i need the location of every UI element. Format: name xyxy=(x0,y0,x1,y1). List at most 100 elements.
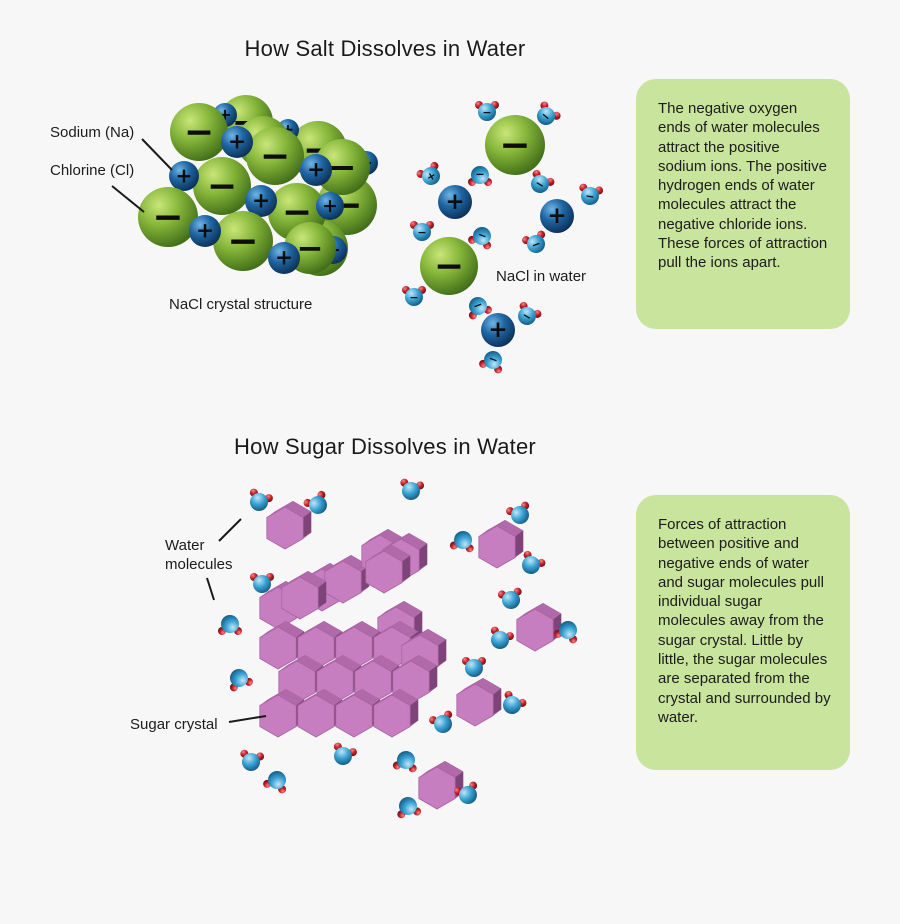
water-charge-sign: − xyxy=(487,352,500,367)
salt-water-molecule-6: − xyxy=(410,221,434,241)
water-charge-sign: − xyxy=(471,298,484,313)
minus-sign: − xyxy=(207,164,237,207)
sugar-water-molecule-13 xyxy=(503,690,527,714)
sugar-water-molecule-20 xyxy=(397,797,422,819)
loose-sugar-molecule-4 xyxy=(418,761,464,810)
sugar-water-molecule-5 xyxy=(522,550,546,574)
salt-explanation-box: The negative oxygen ends of water molecu… xyxy=(636,79,850,329)
sugar-crystal-molecule-17 xyxy=(297,689,343,738)
dissolved-sodium-ion-2: + xyxy=(540,199,574,233)
water-molecules-leader-line-2 xyxy=(206,577,215,601)
sugar-water-molecule-17 xyxy=(333,742,357,765)
water-charge-sign: − xyxy=(530,237,543,252)
loose-sugar-molecule-1 xyxy=(478,520,524,569)
minus-sign: − xyxy=(296,229,323,267)
sugar-water-molecule-19 xyxy=(454,781,478,804)
sugar-water-molecule-3 xyxy=(449,531,474,553)
water-charge-sign: − xyxy=(482,106,491,119)
sugar-water-molecule-8 xyxy=(497,587,522,609)
minus-sign: − xyxy=(260,134,290,177)
minus-sign: − xyxy=(184,110,214,153)
water-charge-sign: − xyxy=(409,291,418,304)
sugar-water-molecule-6 xyxy=(250,573,274,593)
chloride-ion-20: − xyxy=(213,211,273,271)
sodium-ion-23: + xyxy=(268,242,300,274)
chlorine-leader-line xyxy=(111,185,145,213)
water-charge-sign: − xyxy=(475,168,484,181)
sugar-water-molecule-9 xyxy=(554,621,578,644)
sugar-water-molecule-4 xyxy=(506,501,530,524)
sodium-ion-16: + xyxy=(169,161,199,191)
salt-water-molecule-11: − xyxy=(518,301,542,325)
salt-water-molecule-0: − xyxy=(475,101,499,121)
dissolved-sodium-ion-3: + xyxy=(481,313,515,347)
plus-sign: + xyxy=(445,189,464,215)
salt-water-molecule-4: − xyxy=(531,169,555,193)
plus-sign: + xyxy=(176,163,193,187)
minus-sign: − xyxy=(227,219,258,263)
sugar-crystal-molecule-19 xyxy=(373,689,419,738)
sodium-leader-line xyxy=(141,138,173,171)
sugar-crystal-molecule-6 xyxy=(281,571,327,620)
chloride-ion-19: − xyxy=(138,187,198,247)
dissolved-chloride-ion-2: − xyxy=(420,237,478,295)
water-charge-sign: − xyxy=(584,189,595,203)
salt-water-molecule-10: − xyxy=(468,297,492,320)
sugar-water-molecule-1 xyxy=(303,490,327,514)
sodium-label: Sodium (Na) xyxy=(50,124,135,141)
sodium-ion-22: + xyxy=(189,215,221,247)
salt-water-molecule-9: − xyxy=(402,286,426,306)
sugar-crystal-label: Sugar crystal xyxy=(130,716,218,733)
sugar-explanation-box: Forces of attraction between positive an… xyxy=(636,495,850,770)
plus-sign: + xyxy=(488,317,507,343)
salt-water-molecule-1: − xyxy=(537,101,561,125)
salt-water-molecule-2: + xyxy=(416,161,440,185)
water-charge-sign: − xyxy=(476,228,489,243)
sugar-water-molecule-7 xyxy=(218,615,242,635)
plus-sign: + xyxy=(228,130,246,155)
chlorine-label: Chlorine (Cl) xyxy=(50,162,135,179)
chloride-ion-9: − xyxy=(170,103,228,161)
chloride-ion-10: − xyxy=(246,127,304,185)
minus-sign: − xyxy=(499,123,530,167)
sugar-explanation-text: Forces of attraction between positive an… xyxy=(658,516,831,726)
plus-sign: + xyxy=(307,158,325,183)
salt-water-molecule-12: − xyxy=(479,351,503,374)
loose-sugar-molecule-0 xyxy=(266,501,312,550)
plus-sign: + xyxy=(322,195,338,217)
salt-water-molecule-8: − xyxy=(522,230,546,253)
sugar-crystal-molecule-15 xyxy=(392,655,438,704)
sodium-ion-17: + xyxy=(245,185,277,217)
sugar-water-molecule-18 xyxy=(392,750,417,773)
nacl-crystal-structure: −−−−++++−−−−++−−+++−−−++ xyxy=(138,95,378,276)
nacl-crystal-label: NaCl crystal structure xyxy=(169,296,313,313)
label-leader-lines xyxy=(111,138,267,723)
chloride-ion-11: − xyxy=(314,139,370,195)
sugar-water-molecule-11 xyxy=(229,668,253,692)
sugar-water-molecule-0 xyxy=(249,488,273,511)
salt-explanation-text: The negative oxygen ends of water molecu… xyxy=(658,100,828,272)
sugar-water-molecule-16 xyxy=(263,771,287,794)
sodium-ion-18: + xyxy=(316,192,344,220)
sugar-water-molecule-14 xyxy=(429,710,453,733)
water-molecules-leader-line xyxy=(218,518,242,542)
plus-sign: + xyxy=(547,203,566,229)
loose-sugar-molecule-5 xyxy=(365,545,411,594)
water-molecules-label-line1: Water xyxy=(165,537,205,554)
sugar-water-molecule-15 xyxy=(240,749,265,771)
plus-sign: + xyxy=(275,246,293,271)
minus-sign: − xyxy=(327,148,356,188)
sodium-ion-13: + xyxy=(300,154,332,186)
sugar-water-molecule-2 xyxy=(400,478,425,500)
loose-sugar-molecule-2 xyxy=(516,603,562,652)
sugar-crystal-leader-line xyxy=(228,715,267,723)
sugar-section-title: How Sugar Dissolves in Water xyxy=(234,434,536,459)
salt-water-molecule-7: − xyxy=(468,227,492,250)
chloride-ion-14: − xyxy=(193,157,251,215)
minus-sign: − xyxy=(152,195,183,239)
sugar-crystal-molecule-1 xyxy=(324,555,370,604)
dissolved-sodium-ion-1: + xyxy=(438,185,472,219)
dissolved-chloride-ion-1: − xyxy=(485,115,545,175)
sugar-water-molecule-12 xyxy=(462,657,486,677)
